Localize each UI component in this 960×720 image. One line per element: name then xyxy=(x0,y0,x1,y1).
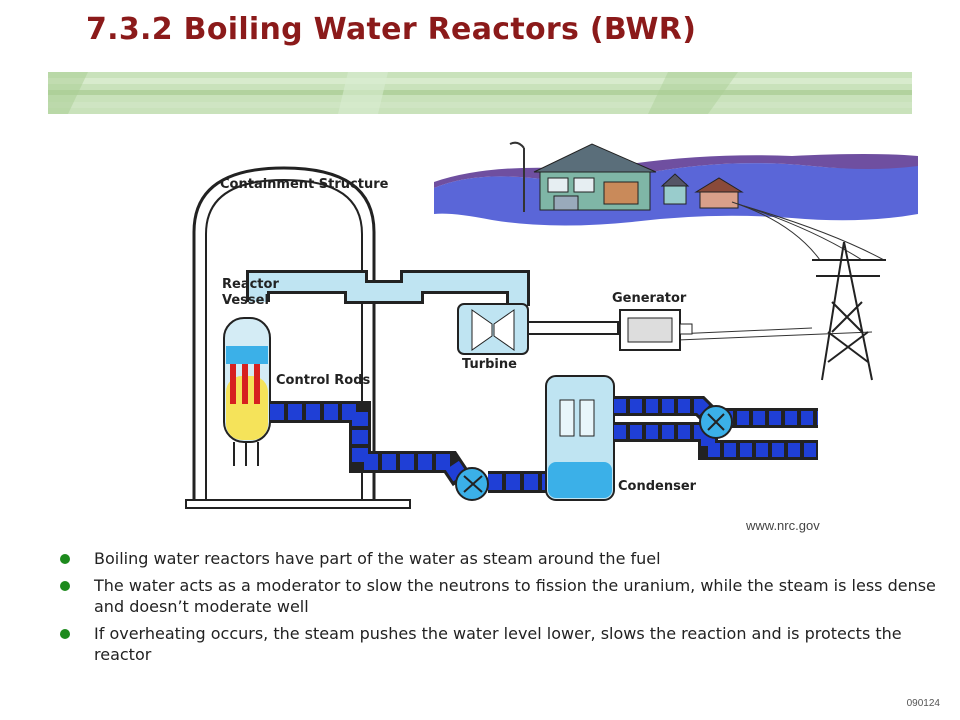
street-lamp xyxy=(509,141,525,212)
label-vessel: Vessel xyxy=(222,293,269,308)
bullet-icon xyxy=(60,554,70,564)
cooling-water-pipe xyxy=(614,396,818,460)
label-turbine: Turbine xyxy=(462,357,517,372)
feedwater-pipe xyxy=(270,401,550,493)
generator xyxy=(527,309,693,351)
bwr-diagram: Containment Structure Reactor Vessel Con… xyxy=(185,141,918,509)
bullet-icon xyxy=(60,581,70,591)
turbine xyxy=(457,303,529,355)
label-generator: Generator xyxy=(612,291,687,306)
decorative-band xyxy=(48,72,912,114)
bullet-item: Boiling water reactors have part of the … xyxy=(60,548,936,569)
label-reactor: Reactor xyxy=(222,277,279,292)
house xyxy=(533,143,657,211)
image-credit: www.nrc.gov xyxy=(746,518,820,533)
label-containment: Containment Structure xyxy=(220,177,389,192)
steam-pipe xyxy=(246,270,530,306)
bullet-list: Boiling water reactors have part of the … xyxy=(60,548,936,671)
condenser xyxy=(545,375,615,501)
label-condenser: Condenser xyxy=(618,479,697,494)
bullet-item: If overheating occurs, the steam pushes … xyxy=(60,623,936,665)
slide-number: 090124 xyxy=(906,698,940,709)
bullet-text: If overheating occurs, the steam pushes … xyxy=(94,624,902,664)
bullet-text: The water acts as a moderator to slow th… xyxy=(94,576,936,616)
bullet-item: The water acts as a moderator to slow th… xyxy=(60,575,936,617)
bullet-text: Boiling water reactors have part of the … xyxy=(94,549,661,568)
transmission-tower xyxy=(812,241,886,381)
slide-title: 7.3.2 Boiling Water Reactors (BWR) xyxy=(86,12,697,47)
containment-structure xyxy=(185,166,411,509)
label-control-rods: Control Rods xyxy=(276,373,371,388)
small-houses xyxy=(660,173,744,209)
pump xyxy=(455,467,489,501)
bullet-icon xyxy=(60,629,70,639)
reactor-vessel xyxy=(223,317,271,466)
